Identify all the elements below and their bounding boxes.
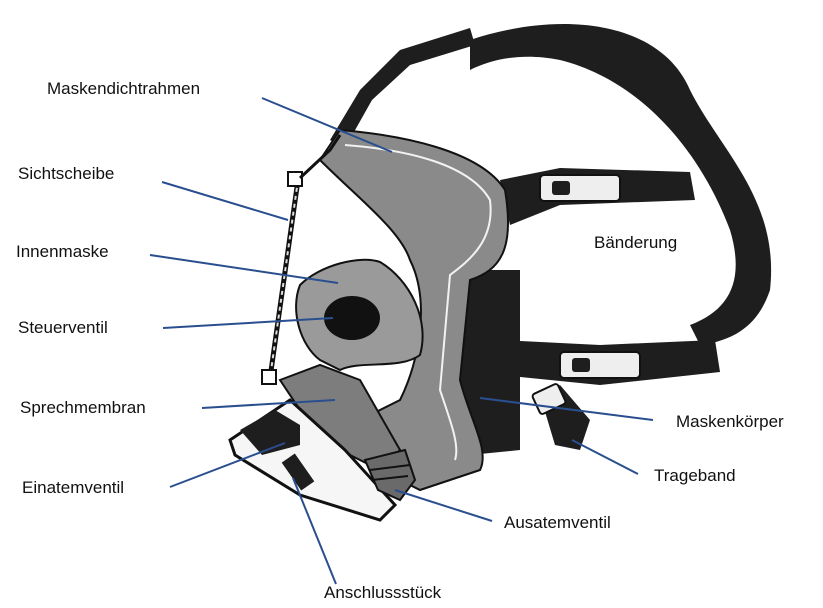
leader-ausatemventil <box>395 490 492 521</box>
label-trageband: Trageband <box>654 466 736 486</box>
label-maskenkoerper: Maskenkörper <box>676 412 784 432</box>
head-strap-top <box>330 28 475 148</box>
label-sprechmembran: Sprechmembran <box>20 398 146 418</box>
label-steuerventil: Steuerventil <box>18 318 108 338</box>
label-sichtscheibe: Sichtscheibe <box>18 164 114 184</box>
label-einatemventil: Einatemventil <box>22 478 124 498</box>
label-anschlussstueck: Anschlussstück <box>324 583 441 603</box>
label-maskendichtrahmen: Maskendichtrahmen <box>47 79 200 99</box>
leader-innenmaske <box>150 255 338 283</box>
leader-trageband <box>572 440 638 474</box>
label-ausatemventil: Ausatemventil <box>504 513 611 533</box>
label-innenmaske: Innenmaske <box>16 242 109 262</box>
leader-sichtscheibe <box>162 182 288 220</box>
leader-maskendichtrahmen <box>262 98 392 152</box>
label-baenderung: Bänderung <box>594 233 677 253</box>
